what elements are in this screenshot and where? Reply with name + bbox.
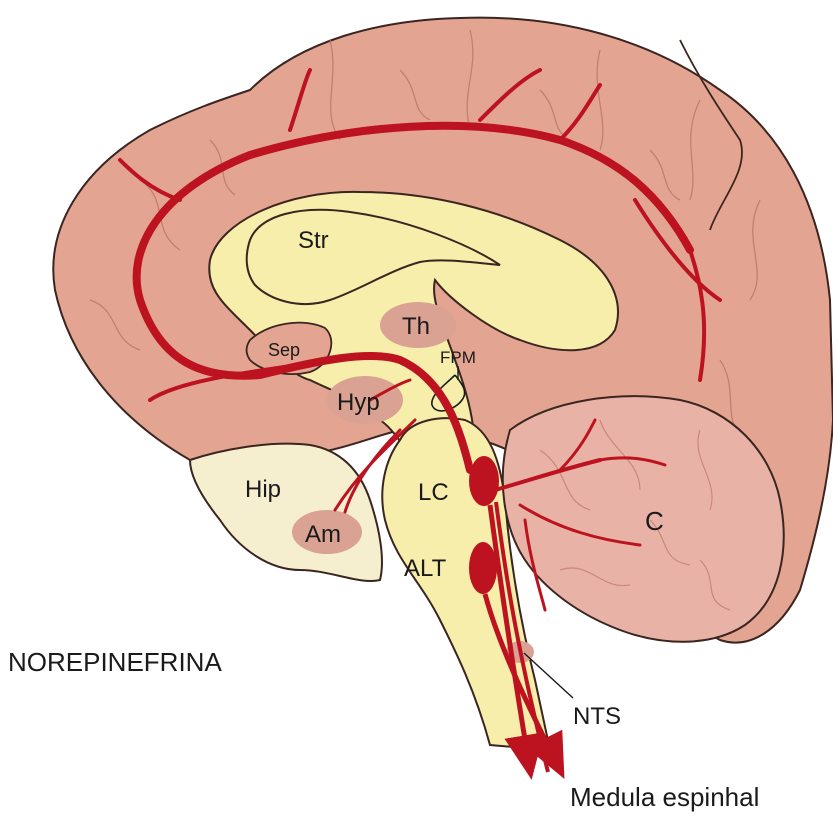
- label-lc: LC: [418, 479, 449, 506]
- label-nts: NTS: [573, 703, 621, 730]
- lc-nucleus: [469, 456, 499, 506]
- label-medula-espinhal: Medula espinhal: [570, 782, 759, 812]
- hippocampus-region: [190, 444, 382, 581]
- label-hyp: Hyp: [337, 389, 380, 416]
- diagram-caption: NOREPINEFRINA: [8, 647, 222, 677]
- alt-nucleus: [469, 542, 497, 594]
- label-c: C: [645, 506, 664, 536]
- label-am: Am: [305, 521, 341, 548]
- label-th: Th: [402, 313, 430, 340]
- label-sep: Sep: [268, 340, 300, 360]
- label-str: Str: [298, 227, 329, 254]
- label-hip: Hip: [245, 476, 281, 503]
- label-fpm: FPM: [440, 348, 476, 367]
- label-alt: ALT: [404, 555, 447, 582]
